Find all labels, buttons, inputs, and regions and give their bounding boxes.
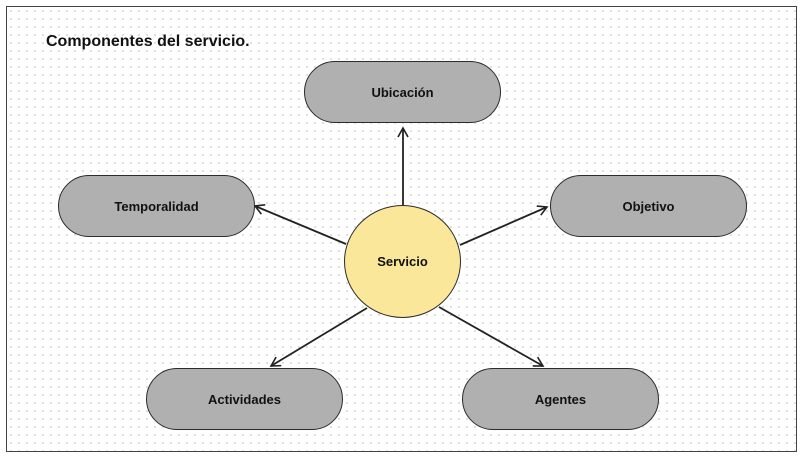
- node-temporalidad: Temporalidad: [58, 175, 255, 237]
- node-ubicacion: Ubicación: [304, 61, 501, 123]
- node-servicio-label: Servicio: [377, 254, 428, 269]
- node-servicio: Servicio: [344, 205, 461, 318]
- arrow-to-agentes: [438, 306, 545, 367]
- diagram-title: Componentes del servicio.: [46, 33, 250, 50]
- node-agentes-label: Agentes: [534, 391, 587, 407]
- node-temporalidad-label: Temporalidad: [114, 198, 199, 214]
- arrow-to-actividades: [269, 307, 368, 367]
- arrow-to-objetivo: [459, 205, 549, 246]
- node-objetivo: Objetivo: [550, 175, 747, 237]
- node-actividades: Actividades: [146, 368, 343, 430]
- arrow-to-temporalidad: [253, 204, 347, 245]
- node-agentes: Agentes: [462, 368, 659, 430]
- node-objetivo-label: Objetivo: [622, 198, 675, 214]
- node-ubicacion-label: Ubicación: [371, 84, 434, 100]
- node-actividades-label: Actividades: [208, 391, 281, 407]
